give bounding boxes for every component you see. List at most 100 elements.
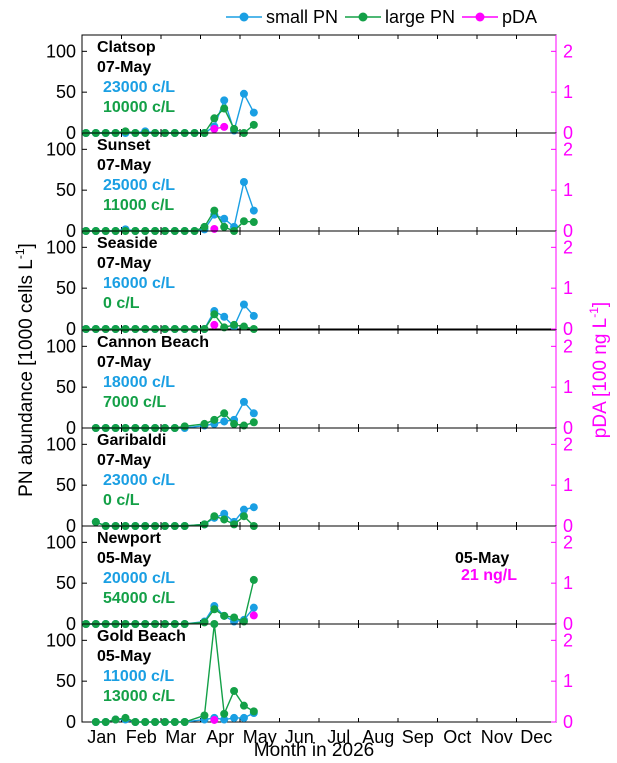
left-tick-label: 0 [66, 418, 76, 438]
small-pn-label: 25000 c/L [103, 177, 175, 194]
data-point [220, 214, 229, 223]
right-tick-label: 1 [563, 278, 573, 298]
data-point [200, 618, 209, 627]
month-label: Mar [165, 727, 196, 747]
right-axis-label-close: ] [590, 302, 611, 307]
data-point [239, 505, 248, 514]
data-point [249, 206, 258, 215]
data-point [91, 325, 100, 333]
left-tick-label: 100 [46, 139, 76, 159]
data-point [249, 503, 258, 512]
data-point [220, 715, 229, 724]
series-pda [210, 320, 219, 329]
series-large-pn [91, 620, 258, 726]
data-point [239, 89, 248, 98]
site-name: Clatsop [97, 39, 156, 56]
data-point [239, 217, 248, 226]
data-point [151, 325, 160, 333]
left-tick-label: 0 [66, 614, 76, 634]
left-tick-label: 0 [66, 516, 76, 536]
month-label: Apr [206, 727, 234, 747]
left-axis-label-close: ] [16, 243, 37, 248]
data-point [220, 323, 229, 332]
month-label: Dec [520, 727, 552, 747]
right-tick-label: 2 [563, 434, 573, 454]
large-pn-label: 54000 c/L [103, 590, 175, 607]
data-point [210, 124, 219, 133]
data-point [141, 325, 150, 333]
left-tick-label: 100 [46, 630, 76, 650]
site-date: 07-May [97, 452, 151, 469]
data-point [239, 713, 248, 722]
pda-label: 21 ng/L [461, 567, 517, 584]
data-point [180, 325, 189, 333]
data-point [151, 718, 160, 726]
data-point [220, 312, 229, 321]
small-pn-label: 11000 c/L [103, 668, 174, 685]
right-tick-label: 1 [563, 573, 573, 593]
series-large-pn [91, 512, 258, 530]
site-date: 07-May [97, 354, 151, 371]
data-point [121, 713, 130, 722]
small-pn-label: 16000 c/L [103, 275, 175, 292]
site-name: Sunset [97, 137, 151, 154]
left-tick-label: 100 [46, 237, 76, 257]
data-point [230, 320, 239, 329]
series-large-pn [81, 310, 258, 333]
data-point [210, 605, 219, 614]
left-tick-label: 0 [66, 221, 76, 241]
right-tick-label: 0 [563, 221, 573, 241]
data-point [220, 515, 229, 524]
left-tick-label: 0 [66, 712, 76, 732]
data-point [249, 325, 258, 333]
series-line [95, 623, 255, 723]
left-tick-label: 100 [46, 41, 76, 61]
x-axis-label: Month in 2026 [254, 740, 374, 761]
site-date: 07-May [97, 59, 151, 76]
right-tick-label: 1 [563, 377, 573, 397]
left-tick-label: 50 [56, 671, 76, 691]
legend-marker-2 [475, 12, 485, 22]
left-tick-label: 50 [56, 82, 76, 102]
right-tick-label: 0 [563, 123, 573, 143]
right-tick-label: 0 [563, 614, 573, 634]
data-point [210, 114, 219, 123]
data-point [200, 711, 209, 720]
data-point [91, 517, 100, 526]
right-tick-label: 1 [563, 82, 573, 102]
right-tick-label: 0 [563, 516, 573, 536]
data-point [249, 603, 258, 612]
data-point [210, 224, 219, 233]
data-point [121, 127, 130, 136]
data-point [230, 686, 239, 695]
data-point [200, 325, 209, 333]
data-point [220, 709, 229, 718]
left-tick-label: 50 [56, 180, 76, 200]
right-axis-label: pDA [100 ng L-1] [587, 302, 611, 438]
data-point [239, 512, 248, 521]
site-date: 07-May [97, 255, 151, 272]
data-point [239, 178, 248, 186]
data-point [220, 509, 229, 518]
right-axis-label-sup: -1 [587, 307, 601, 318]
data-point [180, 718, 189, 726]
month-label: Feb [126, 727, 157, 747]
month-label: Jan [87, 727, 116, 747]
month-label: Aug [362, 727, 394, 747]
small-pn-label: 23000 c/L [103, 472, 175, 489]
data-point [160, 718, 169, 726]
large-pn-label: 0 c/L [103, 492, 140, 509]
left-axis-label-sup: -1 [13, 248, 27, 259]
right-tick-label: 2 [563, 532, 573, 552]
right-tick-label: 2 [563, 41, 573, 61]
data-point [210, 320, 219, 329]
left-tick-label: 50 [56, 573, 76, 593]
data-point [121, 325, 130, 333]
data-point [170, 718, 179, 726]
left-tick-label: 50 [56, 475, 76, 495]
